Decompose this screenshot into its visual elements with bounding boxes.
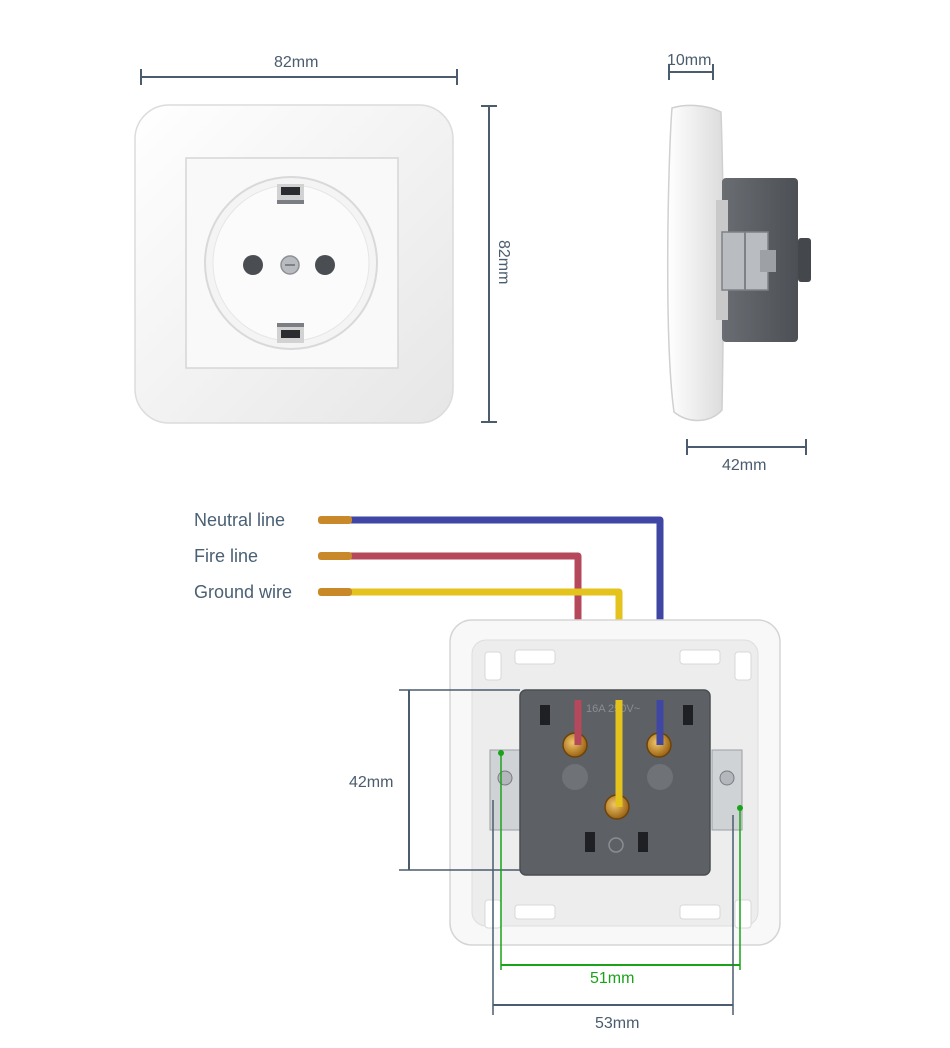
back-view: 16A 250V~ — [399, 619, 781, 1015]
right-clamp — [711, 749, 743, 831]
ground-wire-label: Ground wire — [194, 582, 293, 602]
top-earth-clip — [277, 184, 304, 204]
left-clamp — [489, 749, 521, 831]
neutral-wire-tip — [318, 516, 352, 524]
right-pin-hole — [315, 255, 335, 275]
bottom-earth-clip — [277, 323, 304, 343]
fire-line-label: Fire line — [194, 546, 259, 566]
rating-text: 16A 250V~ — [586, 703, 640, 715]
front-height-label: 82mm — [495, 240, 512, 285]
left-pin-hole — [243, 255, 263, 275]
ground-wire-tip — [318, 588, 352, 596]
fire-wire-tip — [318, 552, 352, 560]
front-view — [134, 69, 497, 424]
side-plate-depth-label: 10mm — [667, 52, 712, 69]
outer-width-label: 53mm — [595, 1015, 640, 1032]
back-height-label: 42mm — [349, 774, 394, 791]
inner-width-label: 51mm — [590, 970, 635, 987]
side-body-depth-label: 42mm — [722, 457, 767, 474]
side-view — [666, 64, 811, 455]
front-width-label: 82mm — [274, 54, 319, 71]
neutral-line-label: Neutral line — [194, 510, 286, 530]
side-plate — [666, 104, 725, 422]
